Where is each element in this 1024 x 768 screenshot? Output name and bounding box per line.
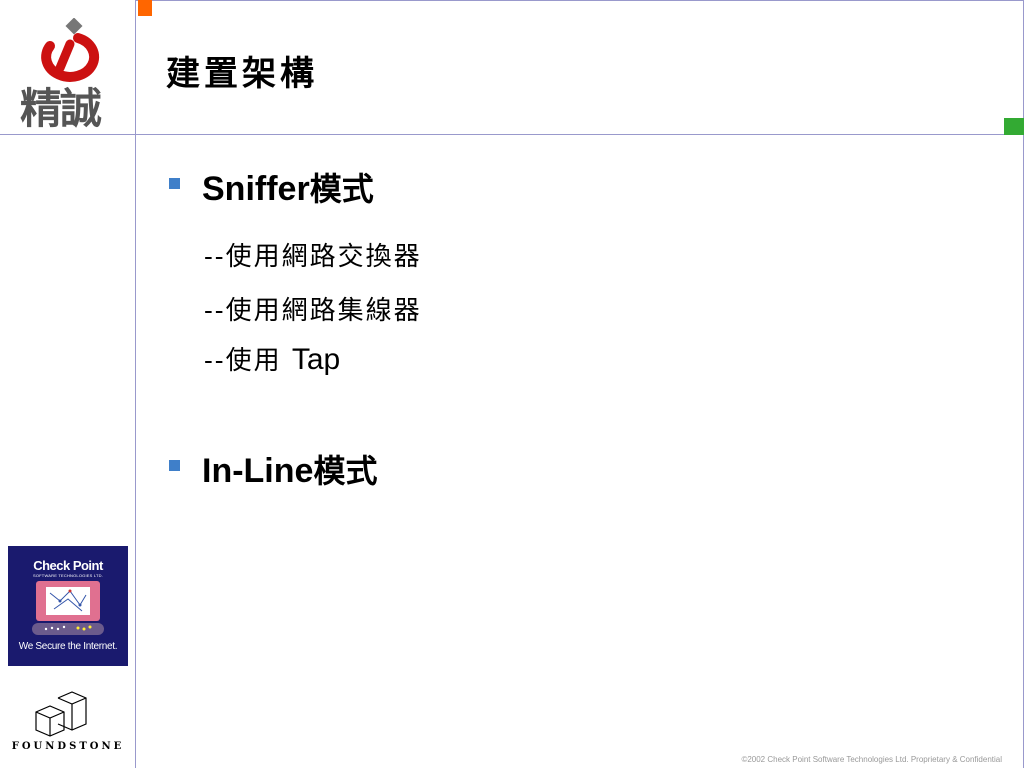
sub-item-tap-latin: Tap <box>291 343 341 376</box>
bullet-sniffer-cjk: 模式 <box>309 170 374 208</box>
slide-title: 建置架構 <box>166 54 318 94</box>
company-logo-text: 精誠 <box>20 84 102 133</box>
jingcheng-logo-icon <box>41 18 100 82</box>
checkpoint-logo-title: Check Point <box>33 558 103 573</box>
checkpoint-logo-subtitle: SOFTWARE TECHNOLOGIES LTD. <box>32 573 104 578</box>
left-sidebar <box>0 0 136 768</box>
bullet-inline-latin: In-Line <box>202 452 314 490</box>
foundstone-logo-icon <box>35 691 87 737</box>
bullet-marker <box>169 460 180 471</box>
sub-item-switch: --使用網路交換器 <box>204 242 422 272</box>
bullet-sniffer-latin: Sniffer <box>202 170 310 208</box>
header-rule <box>0 134 1024 135</box>
checkpoint-logo-slogan: We Secure the Internet. <box>18 641 118 652</box>
footer-copyright: ©2002 Check Point Software Technologies … <box>741 755 1002 764</box>
bullet-sniffer: Sniffer模式 <box>202 164 374 210</box>
sub-item-tap: --使用 Tap <box>204 340 340 377</box>
top-rule <box>136 0 1024 1</box>
checkpoint-monitor-icon <box>32 581 104 635</box>
bullet-inline: In-Line模式 <box>202 446 377 492</box>
bullet-marker <box>169 178 180 189</box>
bullet-inline-cjk: 模式 <box>313 452 378 490</box>
orange-accent-square <box>138 0 152 16</box>
checkpoint-logo: Check Point SOFTWARE TECHNOLOGIES LTD. W… <box>8 546 128 666</box>
sub-item-hub: --使用網路集線器 <box>204 296 422 326</box>
green-accent-square <box>1004 118 1024 135</box>
foundstone-logo-text: FOUNDSTONE <box>11 741 125 752</box>
sub-item-tap-cjk: --使用 <box>204 346 292 376</box>
